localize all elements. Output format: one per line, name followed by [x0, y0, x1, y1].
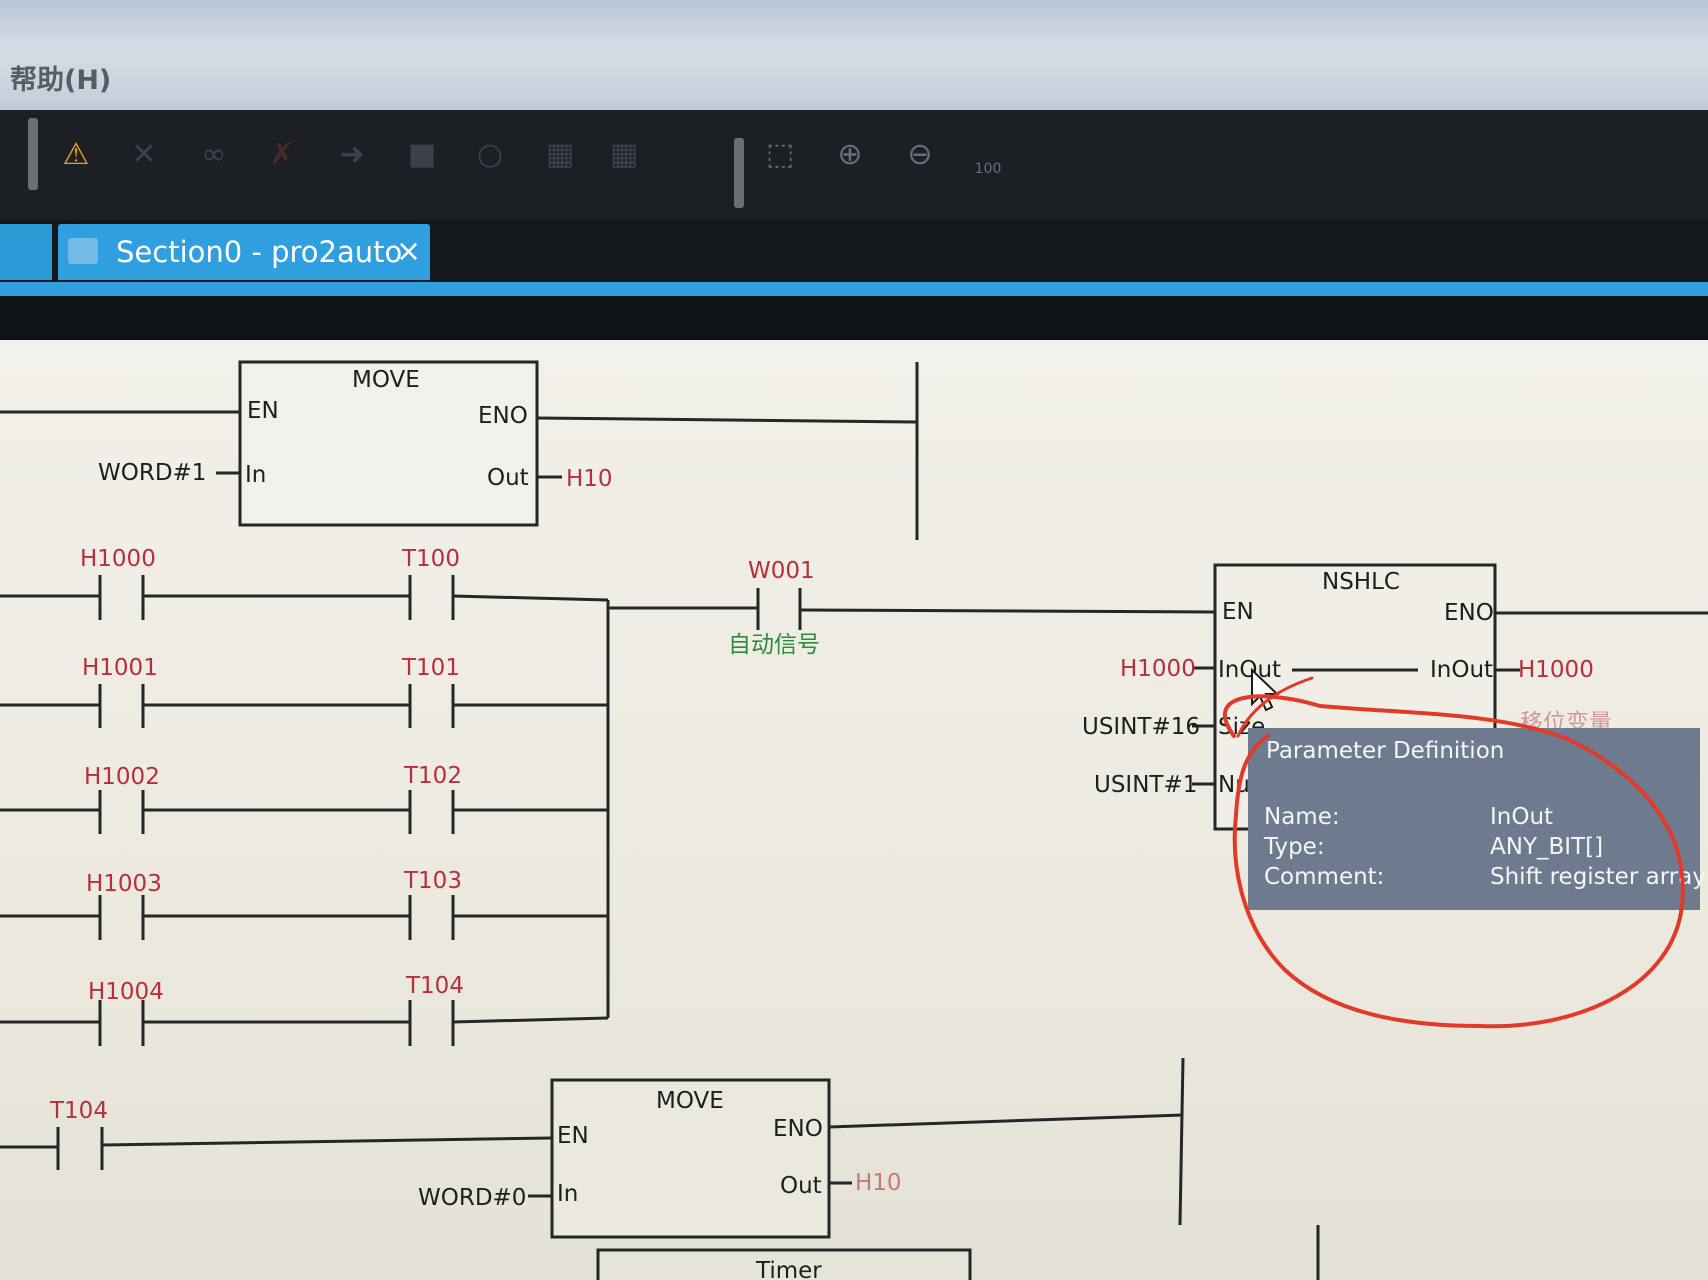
move2-in: In [557, 1181, 578, 1207]
toolbar [0, 110, 1708, 220]
close-icon[interactable]: × [396, 234, 422, 269]
contact-t101: T101 [401, 655, 460, 681]
move2-en: EN [557, 1123, 589, 1149]
move1-in: In [245, 462, 266, 488]
step-icon[interactable]: ➜ [339, 137, 365, 172]
move1-title: MOVE [352, 367, 420, 393]
zoom-in-icon[interactable]: ⊕ [837, 137, 863, 172]
contact-t100: T100 [401, 546, 460, 572]
move2-title: MOVE [656, 1088, 724, 1114]
tooltip-type-value: ANY_BIT[] [1490, 834, 1604, 860]
editor-header [0, 296, 1708, 340]
zoom-out-icon[interactable]: ⊖ [907, 137, 933, 172]
grid-icon[interactable]: ▦ [545, 137, 575, 172]
move1-eno: ENO [478, 403, 528, 429]
grid2-icon[interactable]: ▦ [609, 137, 639, 172]
stop-icon[interactable]: ■ [407, 137, 437, 172]
nshlc-num-value: USINT#1 [1094, 772, 1197, 798]
contact-w001: W001 [748, 558, 815, 584]
contact-h1001: H1001 [82, 655, 158, 681]
move2-eno: ENO [773, 1116, 823, 1142]
nshlc-inout-in: InOut [1218, 657, 1281, 683]
move-block-2 [550, 1078, 831, 1239]
contact-t104-rung: T104 [49, 1098, 108, 1124]
toolbar-separator [734, 138, 744, 208]
tooltip-comment-label: Comment: [1264, 864, 1385, 890]
contact-t104: T104 [405, 973, 464, 999]
contact-h1004: H1004 [88, 979, 164, 1005]
tooltip-type-label: Type: [1264, 834, 1325, 860]
nshlc-eno: ENO [1444, 600, 1494, 626]
fit-icon[interactable]: ⬚ [765, 137, 795, 172]
move1-in-value: WORD#1 [98, 460, 206, 486]
w001-comment: 自动信号 [728, 632, 820, 658]
tab-previous[interactable] [0, 224, 52, 280]
tab-label: Section0 - pro2auto [116, 235, 403, 269]
mute-icon[interactable]: ✕ [131, 137, 157, 172]
tooltip-comment-value: Shift register array [1490, 864, 1706, 890]
tooltip-name-label: Name: [1264, 804, 1340, 830]
nshlc-out-value: H1000 [1518, 657, 1594, 683]
timer-block [596, 1248, 972, 1280]
document-icon [68, 238, 98, 264]
red-annotation-circle-icon [1223, 694, 1685, 1029]
toolbar-separator [28, 118, 38, 190]
contact-t103: T103 [403, 868, 462, 894]
move2-out: Out [780, 1173, 822, 1199]
nshlc-en: EN [1222, 599, 1254, 625]
nshlc-num: Nu [1218, 772, 1250, 798]
nshlc-size-value: USINT#16 [1082, 714, 1200, 740]
timer-title: Timer [755, 1258, 822, 1280]
nshlc-inout-out: InOut [1430, 657, 1493, 683]
contact-t102: T102 [403, 763, 462, 789]
tab-underline [0, 282, 1708, 296]
title-bar [0, 0, 1708, 110]
menu-help[interactable]: 帮助(H) [10, 65, 112, 96]
watch-icon[interactable]: ∞ [201, 137, 227, 172]
contact-h1000: H1000 [80, 546, 156, 572]
move2-out-value: H10 [855, 1170, 902, 1196]
nshlc-title: NSHLC [1322, 569, 1400, 595]
tab-section0[interactable]: Section0 - pro2auto × [58, 224, 430, 280]
move2-in-value: WORD#0 [418, 1185, 526, 1211]
contact-h1003: H1003 [86, 871, 162, 897]
contact-h1002: H1002 [84, 764, 160, 790]
move1-en: EN [247, 398, 279, 424]
zoom-100-icon[interactable]: 100 [974, 161, 1002, 177]
cross-icon[interactable]: ✗ [269, 137, 295, 172]
parameter-definition-tooltip: Parameter Definition Name: InOut Type: A… [1248, 728, 1706, 910]
tooltip-title: Parameter Definition [1266, 738, 1505, 764]
move-block-1 [238, 360, 539, 527]
circle-icon[interactable]: ○ [476, 137, 504, 172]
move1-out-value: H10 [566, 466, 613, 492]
nshlc-inout-value: H1000 [1120, 656, 1196, 682]
tooltip-name-value: InOut [1490, 804, 1554, 830]
warning-icon[interactable]: ⚠ [62, 137, 90, 172]
move1-out: Out [487, 465, 529, 491]
